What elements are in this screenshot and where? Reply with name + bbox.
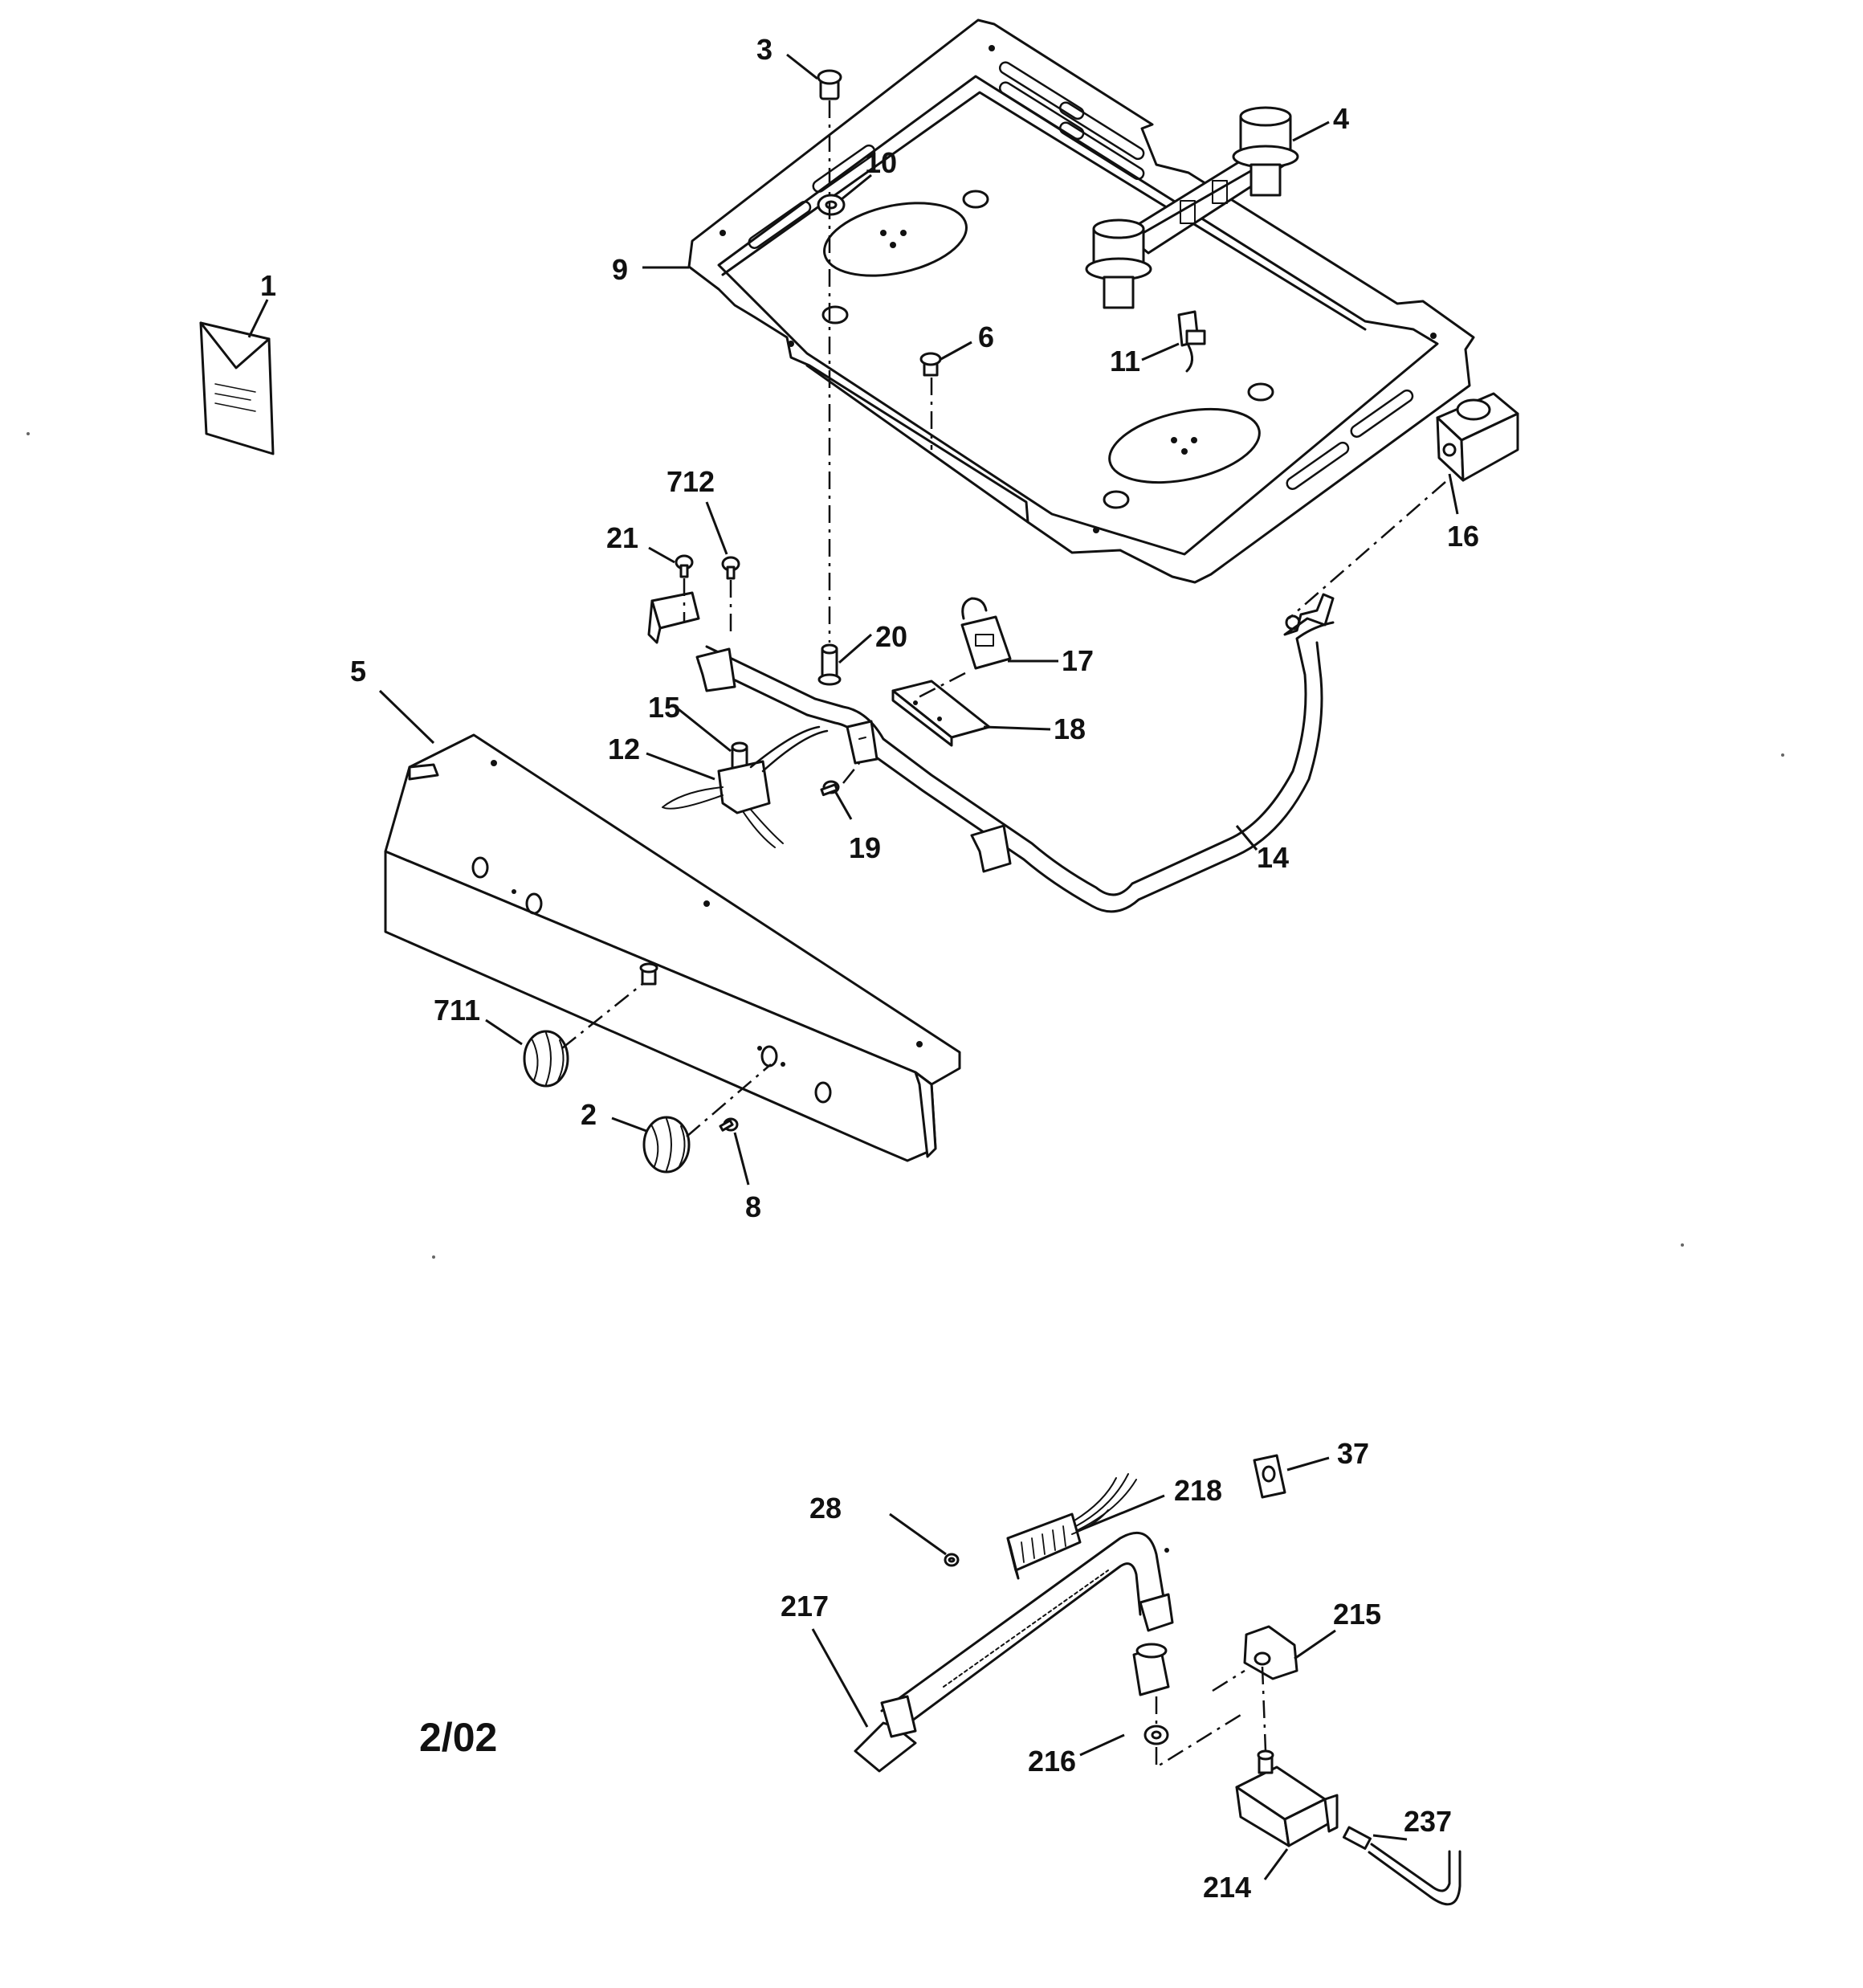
callout-712: 712 (667, 465, 715, 498)
part-3-screw (817, 69, 842, 100)
part-8-screw (719, 1117, 739, 1132)
callout-214: 214 (1203, 1871, 1251, 1904)
callout-16: 16 (1447, 520, 1479, 553)
part-21-screw (675, 554, 694, 578)
part-237-fitting (1342, 1826, 1461, 1906)
part-1-literature-envelope (199, 321, 275, 455)
part-10-grommet (817, 194, 846, 216)
callout-216: 216 (1028, 1745, 1076, 1778)
callout-5: 5 (350, 655, 366, 688)
callout-37: 37 (1337, 1437, 1369, 1470)
part-37-clip (1253, 1454, 1286, 1499)
callout-14: 14 (1257, 841, 1289, 874)
part-17-switch (960, 597, 1012, 670)
callout-4: 4 (1333, 102, 1349, 135)
callout-6: 6 (978, 320, 994, 353)
part-2-knob (642, 1116, 691, 1174)
callout-2: 2 (581, 1098, 597, 1131)
callout-28: 28 (809, 1492, 842, 1525)
callout-15: 15 (648, 691, 680, 724)
part-28-nut (944, 1553, 960, 1567)
callout-237: 237 (1404, 1805, 1452, 1838)
callout-218: 218 (1174, 1474, 1222, 1507)
part-18-plate (891, 680, 991, 747)
part-12-switch-harness (662, 725, 829, 848)
callout-19: 19 (849, 831, 881, 864)
callout-18: 18 (1054, 712, 1086, 745)
callout-17: 17 (1062, 644, 1094, 677)
part-16-regulator (1436, 392, 1519, 482)
callout-10: 10 (865, 146, 897, 179)
part-11-bracket (1177, 310, 1206, 373)
callout-215: 215 (1333, 1598, 1381, 1631)
part-5-control-panel (384, 733, 961, 1162)
part-217-burner-tube (854, 1531, 1174, 1773)
callout-20: 20 (875, 620, 907, 653)
callout-8: 8 (745, 1190, 761, 1223)
part-6-screw (919, 352, 942, 377)
callout-11: 11 (1110, 345, 1140, 378)
callout-9: 9 (612, 253, 628, 286)
callout-1: 1 (260, 269, 276, 302)
part-19-screw (820, 780, 840, 797)
callout-labels: 1 3 4 10 9 6 11 16 712 21 20 17 18 5 15 … (260, 33, 1479, 1904)
part-15-ignition-switch (731, 741, 748, 771)
part-20-stud (817, 643, 842, 686)
callout-711: 711 (434, 994, 480, 1027)
date-mark: 2/02 (419, 1715, 497, 1760)
part-711-knob (523, 1030, 569, 1088)
leader-lines (247, 53, 1459, 1880)
callout-217: 217 (781, 1590, 829, 1623)
part-4-valve-assembly (1085, 106, 1299, 309)
part-218-ignition-module (1006, 1473, 1137, 1580)
callout-21: 21 (606, 521, 638, 554)
assembly-lines (561, 100, 1446, 1770)
part-214-valve (1235, 1749, 1339, 1847)
part-14-manifold-pipe (647, 591, 1335, 913)
callout-12: 12 (608, 733, 640, 765)
callout-3: 3 (756, 33, 773, 66)
part-216-orifice-hood (1132, 1643, 1170, 1745)
part-215-bracket (1243, 1625, 1298, 1680)
part-9-burner-box (687, 18, 1475, 584)
part-712-screw (721, 556, 740, 580)
